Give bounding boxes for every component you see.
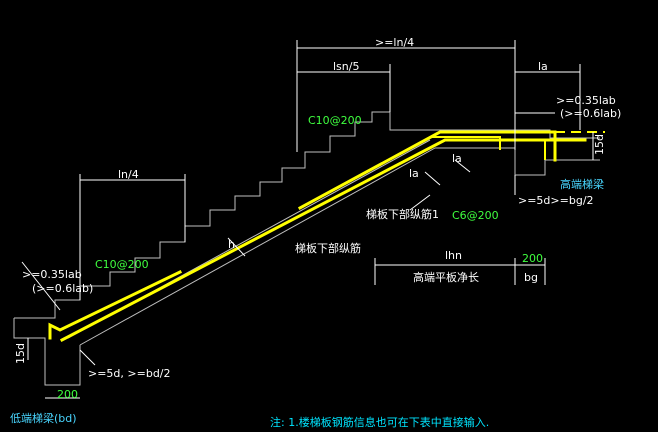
high-end-rebar (430, 136, 501, 150)
bg-label: bg (524, 271, 538, 284)
lsn-fifth-label: lsn/5 (333, 60, 359, 73)
ge5d-bd2-label: >=5d, >=bd/2 (88, 367, 171, 380)
high-slab-clear-label: 高端平板净长 (413, 270, 479, 284)
rebars (48, 130, 605, 343)
stair-soffit (79, 147, 436, 346)
ge5d-bg2-label: >=5d>=bg/2 (518, 194, 594, 207)
stair-steps (14, 111, 600, 319)
d15-right-label: 15d (593, 134, 606, 155)
anchor-low-label-2: (>=0.6lab) (32, 282, 93, 295)
labels: >=ln/4 lsn/5 la >=0.35lab (>=0.6lab) C10… (10, 36, 621, 429)
bottom-long-rebar (59, 138, 587, 343)
anchor-high-label-1: >=0.35lab (556, 94, 616, 107)
note-text: 注: 1.楼梯板钢筋信息也可在下表中直接输入. (270, 415, 489, 429)
la-top-label: la (538, 60, 548, 73)
low-beam-label: 低端梯梁(bd) (10, 411, 77, 425)
bottom-rebar-label: 梯板下部纵筋 (295, 241, 361, 255)
dimension-lines (21, 40, 594, 399)
c10-top-label: C10@200 (308, 114, 362, 127)
bottom-rebar-1-label: 梯板下部纵筋1 (366, 207, 439, 221)
la-mid-label-2: la (452, 152, 462, 165)
top-rebar-high (297, 130, 557, 211)
top-rebar-low (48, 269, 183, 340)
ln-quarter-top-label: >=ln/4 (375, 36, 414, 49)
low-beam-outline (13, 318, 81, 386)
anchor-high-label-2: (>=0.6lab) (560, 107, 621, 120)
c10-left-label: C10@200 (95, 258, 149, 271)
bd-value-label: 200 (57, 388, 78, 401)
la-mid-label-1: la (409, 167, 419, 180)
ln-quarter-left-label: ln/4 (118, 168, 139, 181)
c6-label: C6@200 (452, 209, 499, 222)
lhn-label: lhn (445, 249, 462, 262)
anchor-low-label-1: >=0.35lab (22, 268, 82, 281)
bg-value-label: 200 (522, 252, 543, 265)
h-label: h (228, 238, 235, 251)
d15-left-label: 15d (14, 343, 27, 364)
high-beam-label: 高端梯梁 (560, 177, 604, 191)
